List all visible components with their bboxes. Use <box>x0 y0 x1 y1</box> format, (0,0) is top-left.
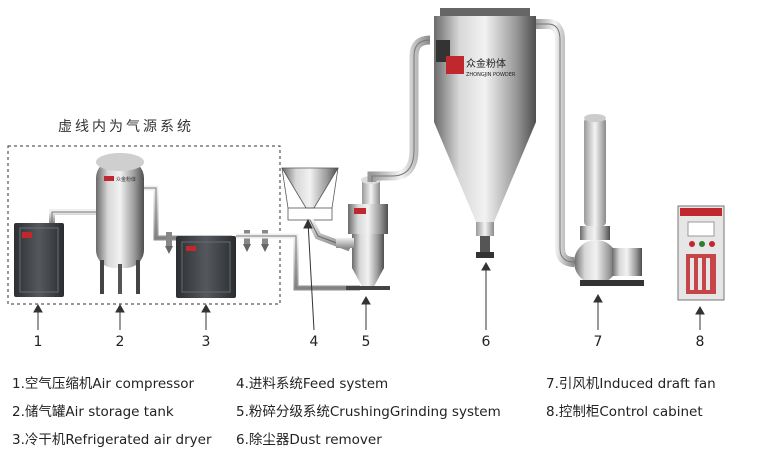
pipe-tank-to-dryer <box>144 185 232 241</box>
crushing-grinding-mill <box>336 176 390 290</box>
filter-units-right <box>243 230 269 252</box>
label-number-5: 5 <box>361 334 371 350</box>
legend-item-4: 4.进料系统Feed system <box>236 376 389 392</box>
tank-logo-text: 众金粉体 <box>116 176 136 183</box>
brand-logo-subtext: ZHONGJIN POWDER <box>466 72 516 78</box>
legend-item-3: 3.冷干机Refrigerated air dryer <box>12 432 212 448</box>
mill-logo-icon <box>354 208 366 214</box>
control-cabinet <box>677 205 725 301</box>
induced-draft-fan <box>574 114 644 286</box>
filter-units-left <box>165 232 173 254</box>
legend-item-5: 5.粉碎分级系统CrushingGrinding system <box>236 404 501 420</box>
label-number-7: 7 <box>593 334 603 350</box>
pipe-mill-to-dust-remover <box>367 35 431 182</box>
legend-item-7: 7.引风机Induced draft fan <box>546 376 716 392</box>
dust-remover: 众金粉体 ZHONGJIN POWDER <box>434 8 536 258</box>
refrigerated-air-dryer <box>176 236 236 298</box>
legend-item-6: 6.除尘器Dust remover <box>236 432 382 448</box>
label-number-2: 2 <box>115 334 125 350</box>
brand-logo: 众金粉体 ZHONGJIN POWDER <box>446 56 516 78</box>
label-number-8: 8 <box>695 334 705 350</box>
compressor-logo-icon <box>22 232 32 238</box>
legend-item-8: 8.控制柜Control cabinet <box>546 404 703 420</box>
brand-logo-text: 众金粉体 <box>466 57 506 70</box>
tank-logo-icon <box>104 176 114 181</box>
label-number-1: 1 <box>33 334 43 350</box>
air-compressor <box>14 223 64 297</box>
air-source-dashed-boundary <box>7 145 281 305</box>
label-number-3: 3 <box>201 334 211 350</box>
pointer-arrows <box>33 218 705 331</box>
brand-logo-icon <box>446 56 464 74</box>
dryer-logo-icon <box>186 246 196 251</box>
label-number-4: 4 <box>309 334 319 350</box>
pipe-compressor-to-tank <box>49 209 96 223</box>
air-source-box-title: 虚线内为气源系统 <box>58 119 194 135</box>
label-number-6: 6 <box>481 334 491 350</box>
air-storage-tank: 众金粉体 <box>96 153 144 294</box>
legend-item-1: 1.空气压缩机Air compressor <box>12 376 195 392</box>
legend-item-2: 2.储气罐Air storage tank <box>12 404 174 420</box>
pipe-dust-remover-to-fan <box>536 19 575 267</box>
